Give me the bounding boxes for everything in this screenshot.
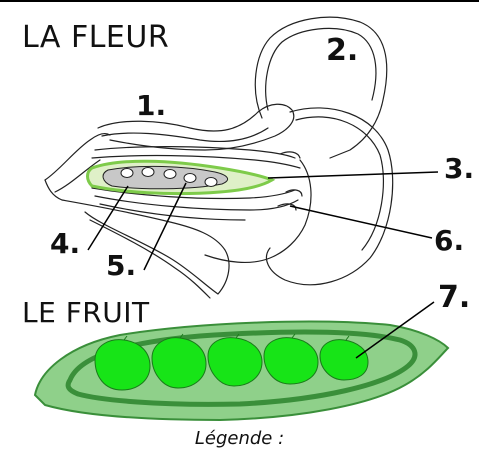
petal-wing-right-inner	[296, 117, 383, 250]
petal-keel-top	[98, 104, 294, 150]
petal-wing-right	[266, 108, 392, 285]
petal-keel-inner	[102, 128, 268, 142]
ovule-1	[121, 169, 133, 178]
petal-standard-inner	[266, 28, 376, 110]
ovary	[88, 161, 273, 193]
seed-1	[95, 340, 150, 390]
leader-line-6	[290, 206, 432, 238]
label-7: 7.	[438, 283, 470, 313]
leader-lines-flower	[88, 48, 438, 270]
sepal-lower	[62, 200, 229, 294]
label-4: 4.	[50, 230, 80, 258]
label-1: 1.	[136, 92, 166, 120]
label-6: 6.	[434, 227, 464, 255]
ovule-4	[184, 174, 196, 183]
petal-standard	[255, 17, 386, 158]
ovule-2	[142, 168, 154, 177]
label-3: 3.	[444, 155, 474, 183]
flower-title: LA FLEUR	[22, 20, 169, 55]
ovule-5	[205, 178, 217, 187]
legend-caption: Légende :	[0, 428, 479, 449]
ovule-3	[164, 170, 176, 179]
leader-line-3	[268, 172, 438, 178]
label-2: 2.	[326, 36, 358, 66]
label-5: 5.	[106, 252, 136, 280]
fruit-title: LE FRUIT	[22, 296, 150, 329]
